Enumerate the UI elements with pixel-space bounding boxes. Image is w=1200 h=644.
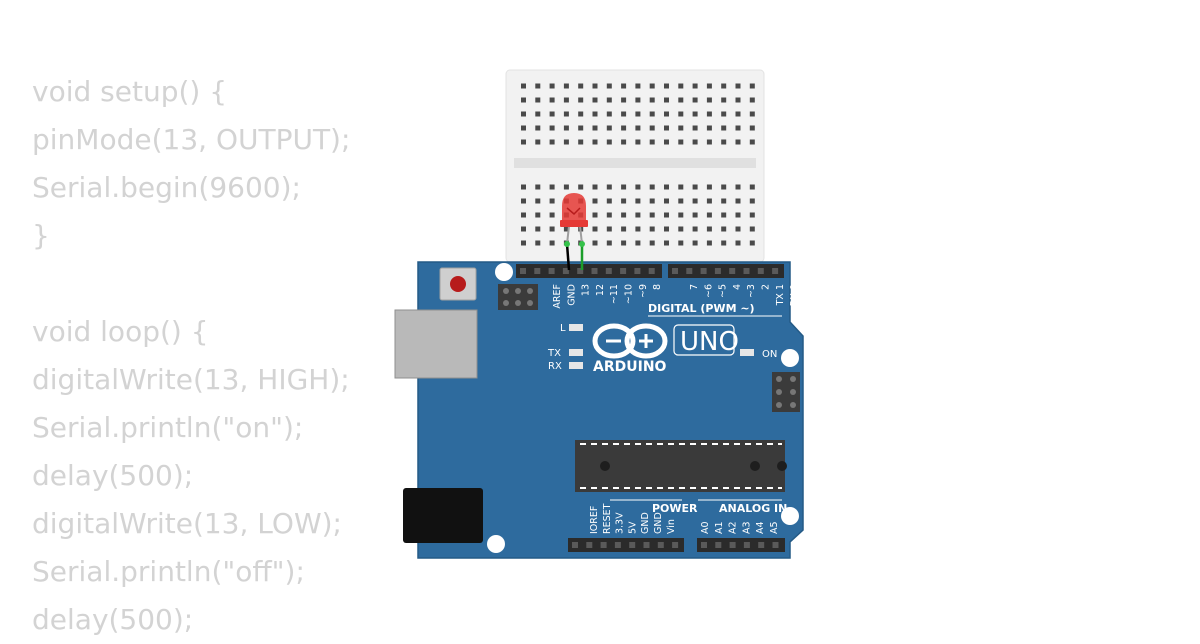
code-line: Serial.begin(9600); — [32, 171, 301, 204]
code-line: digitalWrite(13, HIGH); — [32, 363, 350, 396]
pin-label: TX 1 — [775, 284, 786, 306]
code-line: Serial.println("on"); — [32, 411, 304, 444]
pin-label: GND — [640, 512, 651, 534]
brand-label: ARDUINO — [593, 359, 667, 375]
pin-label: A1 — [714, 521, 725, 534]
pin-label: RX 0 — [789, 284, 800, 306]
code-line: pinMode(13, OUTPUT); — [32, 123, 351, 156]
digital-header-left — [516, 264, 662, 278]
analog-header — [697, 538, 785, 552]
breadboard[interactable] — [505, 69, 765, 263]
pin-label: 13 — [581, 284, 592, 296]
pin-label: 5V — [627, 521, 638, 534]
red-led[interactable] — [560, 193, 588, 247]
icsp-header-top — [498, 284, 538, 310]
pin-label: ~10 — [624, 284, 635, 304]
code-line: } — [32, 219, 50, 252]
pin-label: A4 — [755, 521, 766, 534]
pin-label: A3 — [741, 521, 752, 534]
pin-label: 3.3V — [615, 512, 626, 534]
pin-label: Vin — [666, 519, 677, 534]
code-line: void setup() { — [32, 75, 228, 108]
pin-label: 8 — [652, 284, 663, 290]
code-editor[interactable]: void setup() { pinMode(13, OUTPUT); Serial… — [32, 68, 350, 644]
pin-label: ~9 — [638, 284, 649, 298]
pin-label: ~3 — [746, 284, 757, 298]
l-led-label: L — [560, 323, 566, 334]
pin-label: GND — [653, 512, 664, 534]
code-line: Serial.println("off"); — [32, 555, 305, 588]
pin-label: A0 — [700, 521, 711, 534]
power-section-label: POWER — [652, 502, 698, 515]
arduino-logo-icon — [592, 323, 668, 359]
reset-button[interactable] — [439, 267, 477, 301]
pin-label: IOREF — [589, 506, 600, 534]
pin-label: GND — [566, 284, 577, 306]
digital-section-label: DIGITAL (PWM ~) — [648, 302, 755, 315]
power-jack — [403, 488, 483, 543]
pin-label: 2 — [761, 284, 772, 290]
pin-label: A5 — [769, 521, 780, 534]
wire-black[interactable] — [565, 243, 571, 271]
pin-label: 12 — [595, 284, 606, 296]
code-line: digitalWrite(13, LOW); — [32, 507, 342, 540]
on-led-label: ON — [762, 349, 777, 360]
pin-label: 4 — [732, 284, 743, 290]
analog-section-label: ANALOG IN — [719, 502, 787, 515]
pin-label: ~5 — [718, 284, 729, 298]
power-header — [568, 538, 684, 552]
pin-label: ~6 — [703, 284, 714, 298]
pin-label: A2 — [728, 521, 739, 534]
digital-header-right — [668, 264, 784, 278]
pin-label: 7 — [689, 284, 700, 290]
model-label: UNO — [680, 327, 739, 357]
pin-label: AREF — [552, 284, 563, 309]
usb-connector — [394, 309, 478, 379]
breadboard-holes — [521, 83, 755, 246]
microcontroller-chip — [575, 440, 787, 492]
rx-led-label: RX — [548, 361, 562, 372]
tx-led-label: TX — [547, 348, 561, 359]
code-line: void loop() { — [32, 315, 209, 348]
pin-label: RESET — [602, 503, 613, 534]
code-line: delay(500); — [32, 459, 194, 492]
icsp-header-right — [772, 372, 800, 412]
pin-label: ~11 — [609, 284, 620, 304]
